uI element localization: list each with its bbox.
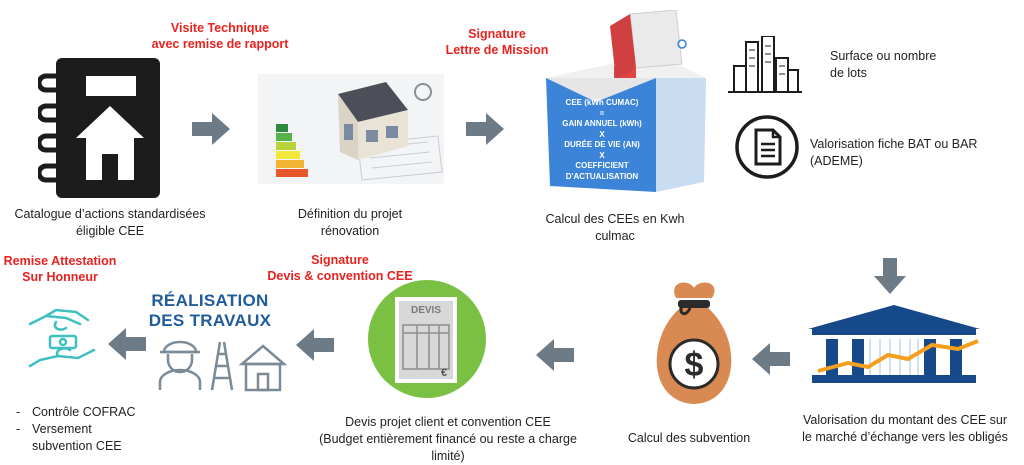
arrow-left-icon [536, 339, 574, 371]
surface-text: Surface ou nombre de lots [830, 49, 937, 80]
signature-mission-title: Signature Lettre de Mission [445, 27, 549, 57]
house-renovation-illustration [258, 74, 444, 189]
realisation-travaux-title: RÉALISATION DES TRAVAUX [148, 291, 272, 330]
visite-technique-title: Visite Technique avec remise de rapport [151, 21, 289, 51]
money-bag-icon: $ [646, 278, 742, 413]
signature-devis-title: Signature Devis & convention CEE [267, 253, 413, 283]
dollar-symbol: $ [685, 346, 704, 384]
valorisation-fiche-text: Valorisation fiche BAT ou BAR (ADEME) [810, 137, 978, 168]
catalogue-book-icon [36, 58, 168, 208]
euro-symbol: € [441, 367, 448, 379]
devis-caption: Devis projet client et convention CEE (B… [319, 415, 577, 463]
visite-caption: Définition du projet rénovation [297, 207, 403, 238]
catalogue-caption: Catalogue d’actions standardisées éligib… [14, 207, 206, 238]
devis-document-icon: DEVIS € [367, 279, 487, 399]
arrow-down-icon [874, 258, 906, 294]
bullet-item: Contrôle COFRAC [16, 404, 164, 421]
bullet-item: Versement [16, 421, 164, 438]
worker-ladder-house-icon [158, 338, 288, 397]
bullet-item: subvention CEE [32, 439, 122, 453]
market-temple-icon [808, 305, 980, 392]
subvention-caption: Calcul des subvention [627, 431, 751, 445]
buildings-icon [728, 35, 802, 99]
marche-caption: Valorisation du montant des CEE sur le m… [802, 413, 1008, 444]
remise-attestation-title: Remise Attestation Sur Honneur [3, 254, 117, 284]
arrow-left-icon [108, 328, 146, 360]
arrow-left-icon [752, 343, 790, 375]
attestation-bullets: Contrôle COFRAC Versement subvention CEE [14, 404, 164, 455]
cee-formula: CEE (kWh CUMAC) = GAIN ANNUEL (kWh) X DU… [562, 98, 642, 181]
arrow-right-icon [466, 113, 504, 145]
devis-label: DEVIS [410, 305, 441, 316]
arrow-left-icon [296, 329, 334, 361]
document-icon [734, 114, 800, 185]
calcul-cee-caption: Calcul des CEEs en Kwh culmac [545, 212, 685, 243]
hands-exchange-icon [26, 306, 98, 375]
cee-ballot-box: CEE (kWh CUMAC) = GAIN ANNUEL (kWh) X DU… [544, 10, 714, 200]
arrow-right-icon [192, 113, 230, 145]
